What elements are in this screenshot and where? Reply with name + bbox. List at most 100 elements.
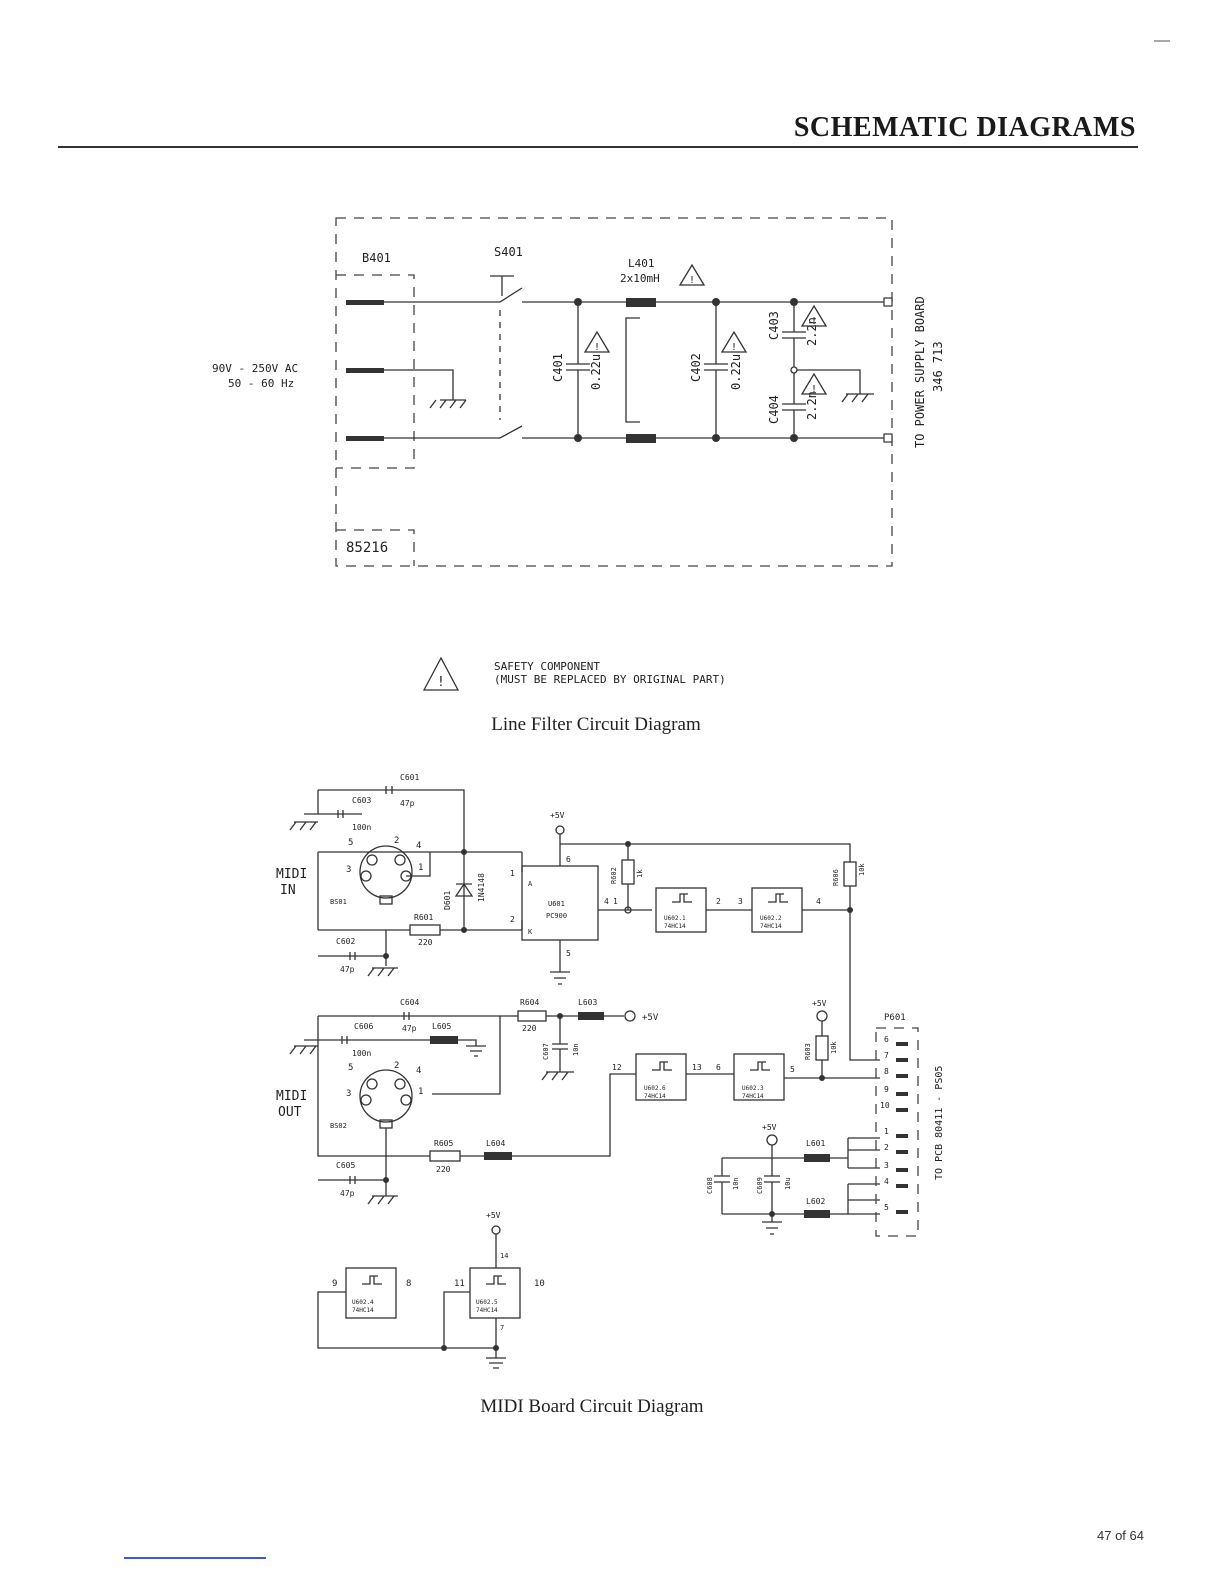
switch-upper — [384, 287, 523, 303]
ground-icon — [466, 1045, 486, 1057]
ferrite-l601 — [804, 1154, 830, 1162]
c608-value: 10n — [732, 1177, 740, 1190]
input-voltage: 90V - 250V AC — [212, 362, 298, 375]
schematic-line — [422, 656, 460, 691]
midi-in-label-1: MIDI — [276, 867, 307, 882]
schematic-label: 1 — [418, 1087, 423, 1097]
junction-dot — [624, 906, 632, 914]
junction-dot — [847, 907, 853, 913]
capacitor-c602 — [318, 952, 386, 960]
din-socket-in — [359, 845, 413, 899]
safety-triangle-icon: ! — [800, 304, 828, 327]
ground-icon — [367, 967, 398, 977]
schematic-label: 2 — [716, 897, 721, 906]
output-label: TO POWER SUPPLY BOARD — [913, 296, 927, 448]
junction-dot — [461, 927, 467, 933]
ferrite-l602 — [804, 1210, 830, 1218]
ground-icon — [289, 821, 318, 831]
l605-label: L605 — [432, 1022, 451, 1031]
junction-dot — [766, 1134, 778, 1146]
schmitt-inverter-u602-2 — [751, 887, 803, 933]
junction-dot — [394, 1078, 406, 1090]
junction-dot — [493, 1345, 499, 1351]
schmitt-icon — [672, 893, 692, 903]
schematic-line — [896, 1108, 908, 1112]
schematic-label: K — [528, 928, 533, 936]
schematic-label: ! — [689, 275, 695, 286]
schematic-line — [800, 372, 828, 395]
schematic-label: ! — [594, 342, 600, 353]
r606-label: R606 — [832, 869, 840, 886]
resistor-r605 — [429, 1150, 461, 1162]
schematic-label: 5 — [348, 838, 353, 848]
ground-icon — [429, 399, 467, 409]
l601-label: L601 — [806, 1139, 825, 1148]
safety-triangle-icon: ! — [678, 263, 706, 286]
schematic-label: 5 — [566, 949, 571, 958]
schematic-line — [678, 263, 706, 286]
schematic-label: 6 — [566, 855, 571, 864]
page-title: SCHEMATIC DIAGRAMS — [793, 112, 1136, 143]
c606-label: C606 — [354, 1022, 373, 1031]
p601-label: P601 — [884, 1013, 906, 1023]
capacitor-c402 — [704, 302, 728, 438]
schematic-label: U602.3 — [742, 1085, 764, 1092]
c607-value: 10n — [572, 1043, 580, 1056]
schematic-line — [896, 1184, 908, 1188]
schematic-label: 7 — [500, 1324, 504, 1332]
schematic-label: 74HC14 — [760, 923, 782, 930]
l401-label: L401 — [628, 257, 655, 270]
schematic-label: 6 — [716, 1063, 721, 1072]
line-filter-caption: Line Filter Circuit Diagram — [491, 714, 701, 735]
junction-dot — [624, 1010, 636, 1022]
c604-value: 47p — [402, 1024, 417, 1033]
junction-dot — [360, 870, 372, 882]
junction-dot — [555, 825, 565, 835]
l604-label: L604 — [486, 1139, 505, 1148]
schmitt-icon — [768, 893, 788, 903]
junction-dot — [712, 434, 720, 442]
ferrite-l603 — [578, 1012, 604, 1020]
schematic-label: 14 — [500, 1252, 508, 1260]
resistor-r602 — [621, 859, 635, 885]
schematic-line — [896, 1074, 908, 1078]
r603-label: R603 — [804, 1043, 812, 1060]
din-socket-out — [359, 1069, 413, 1123]
switch-actuator — [490, 275, 514, 296]
b401-label: B401 — [362, 251, 391, 265]
c606-value: 100n — [352, 1049, 371, 1058]
junction-dot — [360, 1094, 372, 1106]
c404-value: 2.2n — [805, 391, 819, 420]
schematic-label: 4 — [816, 897, 821, 906]
schematic-label: U602.6 — [644, 1085, 666, 1092]
schematic-line — [896, 1134, 908, 1138]
junction-dot — [790, 298, 798, 306]
p601-supply-wires — [847, 1137, 880, 1215]
unused-gate-ties — [317, 1291, 496, 1349]
schematic-label: U602.4 — [352, 1299, 374, 1306]
junction-dot — [441, 1345, 447, 1351]
p601-connector — [875, 1027, 919, 1237]
safety-note-line1: SAFETY COMPONENT — [494, 660, 600, 673]
module-bracket — [336, 529, 415, 566]
schematic-line — [883, 297, 893, 307]
d601-type: 1N4148 — [477, 873, 486, 902]
c603-label: C603 — [352, 796, 371, 805]
r602-value: 1k — [636, 869, 644, 878]
schematic-label: A — [528, 880, 533, 888]
schematic-line — [896, 1042, 908, 1046]
schmitt-icon — [362, 1275, 382, 1285]
vcc-rail — [559, 834, 851, 866]
to-pcb-label: TO PCB 80411 - PS05 — [934, 1066, 945, 1180]
d601-label: D601 — [443, 891, 452, 910]
terminal-pin — [346, 300, 384, 305]
vcc-label: +5V — [550, 811, 565, 820]
schematic-label: 2 — [510, 915, 515, 924]
schematic-label: 74HC14 — [664, 923, 686, 930]
schematic-label: ! — [811, 384, 817, 395]
schematic-label: 9 — [884, 1085, 889, 1094]
footer-link[interactable] — [124, 1557, 266, 1559]
r603-value: 10k — [830, 1041, 838, 1054]
c603-wire — [304, 790, 362, 815]
junction-dot — [790, 366, 798, 374]
